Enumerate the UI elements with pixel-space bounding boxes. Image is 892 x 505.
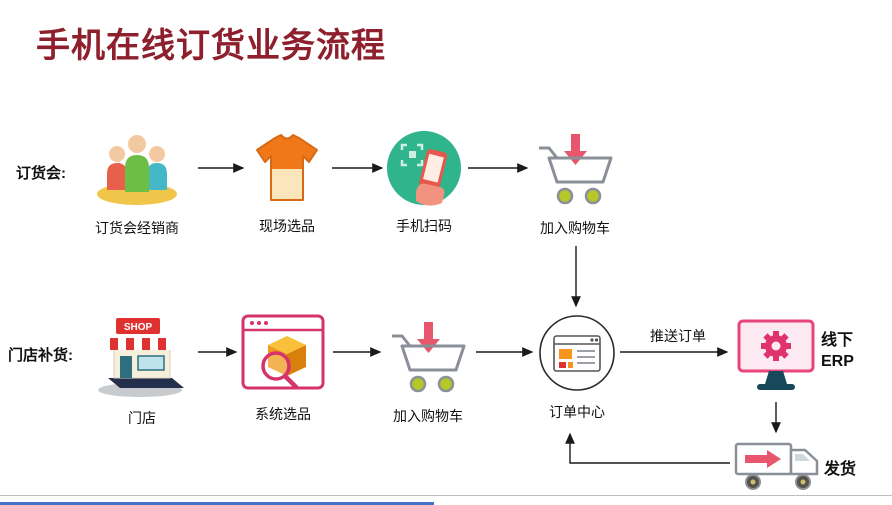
lane-label-order-fair: 订货会: <box>16 165 66 182</box>
caption-onsite-pick: 现场选品 <box>259 218 315 234</box>
erp-label-line2: ERP <box>821 353 854 370</box>
step-system-pick: 系统选品 <box>240 310 326 424</box>
step-phone-scan: 手机扫码 <box>386 130 462 236</box>
erp-label: 线下 ERP <box>821 330 854 372</box>
step-ship <box>733 438 825 494</box>
system-pick-icon <box>241 314 325 390</box>
caption-add-cart-1: 加入购物车 <box>540 220 610 236</box>
step-order-center: 订单中心 <box>538 314 616 422</box>
caption-phone-scan: 手机扫码 <box>396 218 452 234</box>
caption-add-cart-2: 加入购物车 <box>393 408 463 424</box>
shop-sign-text: SHOP <box>124 322 153 333</box>
caption-order-center: 订单中心 <box>549 404 605 420</box>
step-add-cart-1: 加入购物车 <box>533 132 617 238</box>
caption-system-pick: 系统选品 <box>255 406 311 422</box>
order-center-icon <box>539 315 615 391</box>
step-dealer: 订货会经销商 <box>84 128 190 238</box>
phone-scan-icon <box>387 131 461 206</box>
lane-label-store-replenish: 门店补货: <box>8 347 73 364</box>
erp-label-line1: 线下 <box>821 332 854 349</box>
caption-dealer: 订货会经销商 <box>95 220 179 236</box>
delivery-truck-icon <box>734 442 819 490</box>
cart-icon <box>539 134 613 205</box>
erp-monitor-icon <box>737 319 815 390</box>
step-onsite-pick: 现场选品 <box>247 130 327 236</box>
step-erp <box>733 318 819 398</box>
tshirt-icon <box>256 134 318 201</box>
footer-accent-line <box>0 502 434 505</box>
page-title: 手机在线订货业务流程 <box>36 27 386 65</box>
footer-divider <box>0 495 892 496</box>
caption-store: 门店 <box>128 410 156 426</box>
cart-icon <box>392 322 466 393</box>
step-store: SHOP 门店 <box>90 310 194 428</box>
ship-label: 发货 <box>824 461 857 478</box>
dealers-icon <box>97 135 177 205</box>
push-order-label: 推送订单 <box>650 328 706 344</box>
step-add-cart-2: 加入购物车 <box>386 320 470 426</box>
shop-icon: SHOP <box>98 318 184 397</box>
